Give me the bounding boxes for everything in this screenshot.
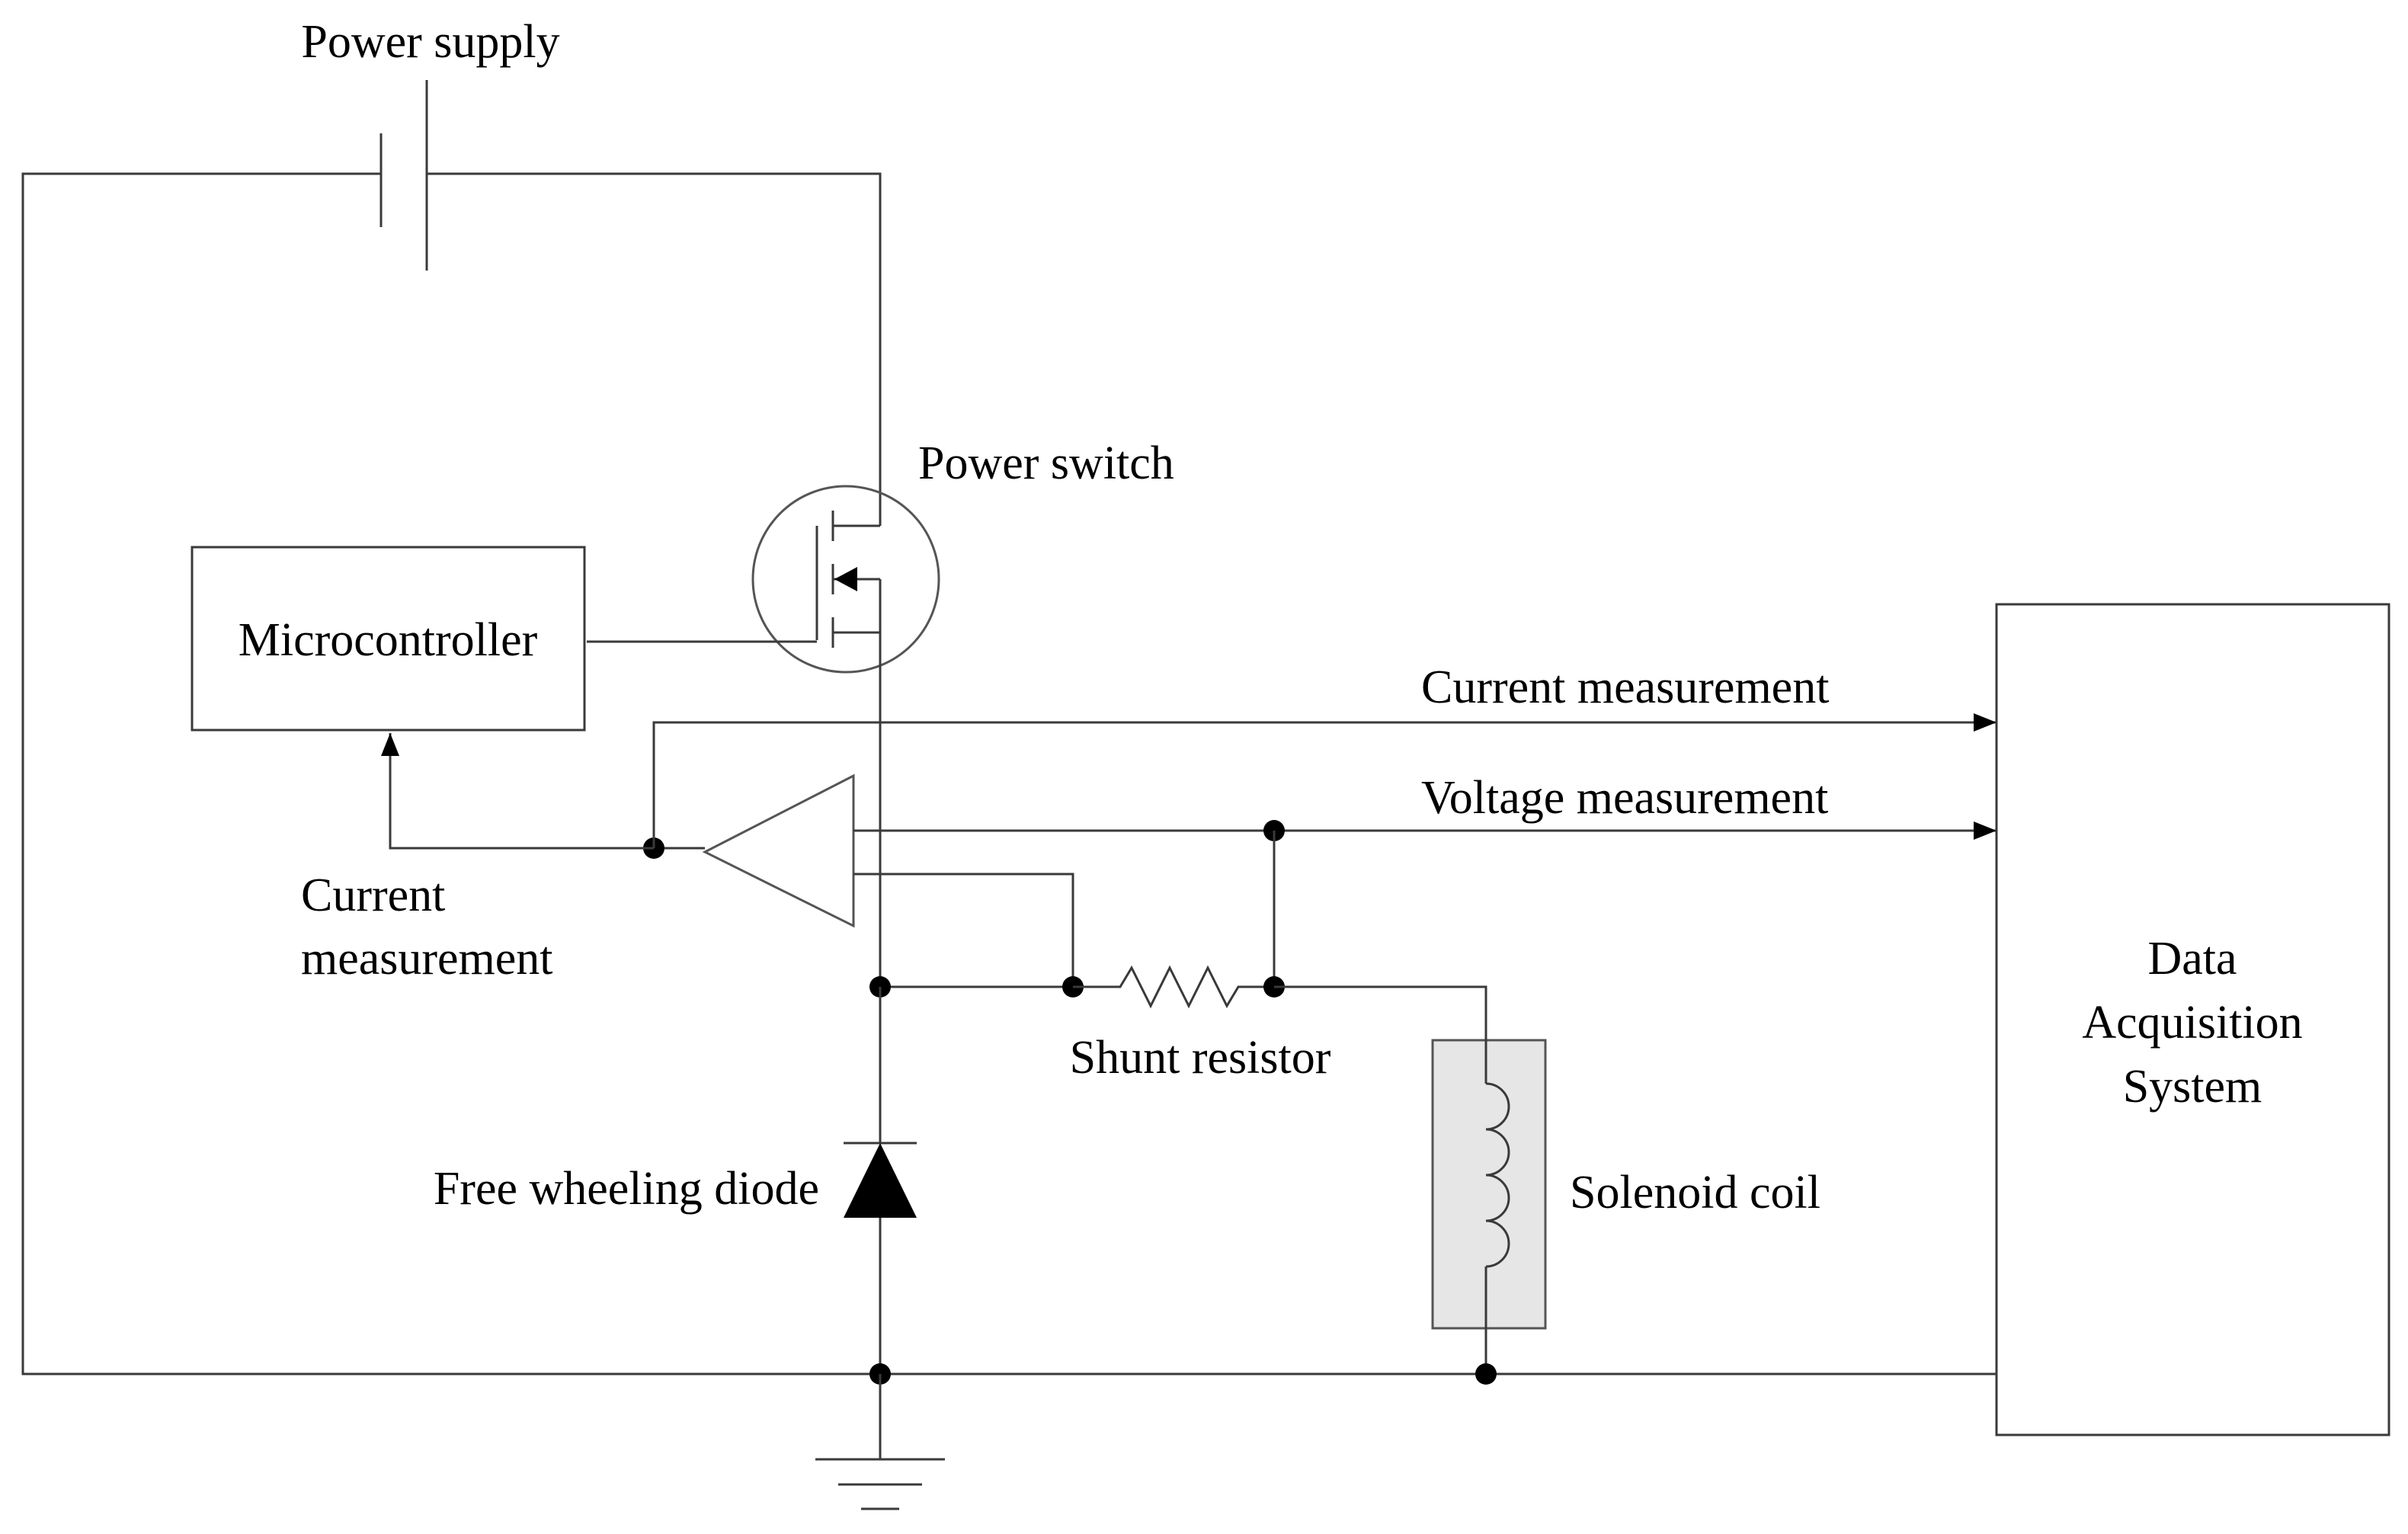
current-measurement-left-label-line1: Current	[301, 869, 445, 921]
voltage-measurement-label: Voltage measurement	[1421, 772, 1828, 824]
diode-triangle-icon	[844, 1143, 917, 1218]
free-wheeling-diode-label: Free wheeling diode	[434, 1163, 819, 1215]
power-supply-label: Power supply	[301, 16, 559, 68]
shunt-resistor-icon	[1073, 965, 1274, 1009]
mosfet-arrow-icon	[834, 567, 857, 591]
solenoid-coil-housing	[1431, 1039, 1547, 1330]
current-measurement-top-label: Current measurement	[1421, 661, 1829, 713]
current-measurement-left-label-line2: measurement	[301, 933, 553, 985]
power-switch-label: Power switch	[918, 437, 1174, 489]
solenoid-coil-label: Solenoid coil	[1570, 1167, 1820, 1219]
daq-label-line2: Acquisition	[2082, 997, 2302, 1049]
inductor-icon	[1485, 1082, 1510, 1268]
microcontroller-label: Microcontroller	[239, 614, 538, 666]
wire-top-right	[427, 172, 882, 495]
wire-current-to-daq	[652, 713, 1997, 848]
data-acquisition-system-box	[1995, 603, 2390, 1436]
daq-label-line3: System	[2123, 1061, 2262, 1113]
mosfet-circle	[751, 485, 940, 674]
wire-amp-input-to-shunt	[853, 873, 1074, 987]
power-switch-symbol	[587, 485, 940, 987]
microcontroller-box	[191, 546, 586, 732]
amplifier-triangle	[702, 773, 855, 928]
wire-loop-left-bottom	[21, 172, 1997, 1375]
amplifier-symbol	[702, 773, 855, 928]
shunt-resistor-label: Shunt resistor	[1070, 1032, 1331, 1084]
ground-icon	[815, 1374, 945, 1510]
node-ground-right	[1475, 1363, 1497, 1385]
power-supply-symbol	[379, 80, 428, 271]
wire-current-to-mcu	[381, 733, 654, 850]
daq-label-line1: Data	[2147, 933, 2237, 985]
power-loop-wires	[21, 172, 1997, 1375]
